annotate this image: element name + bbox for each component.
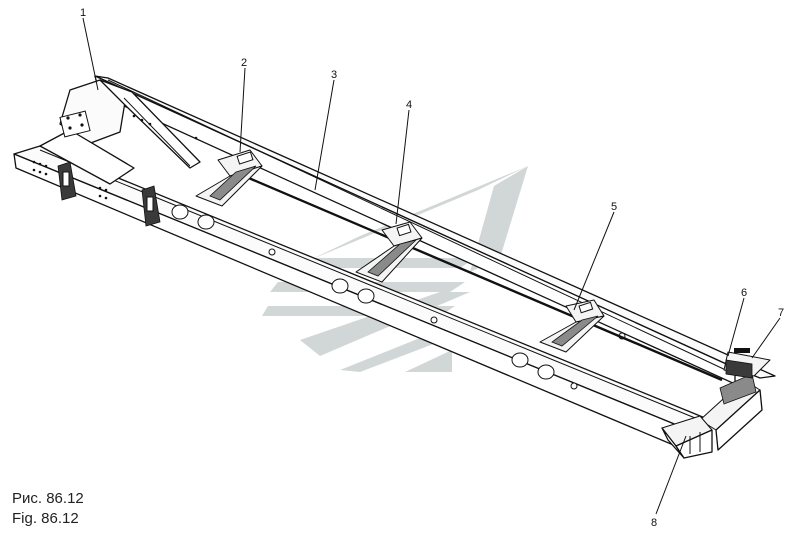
callout-5: 5 <box>611 201 617 213</box>
callout-8: 8 <box>651 517 657 529</box>
callout-2: 2 <box>241 57 247 69</box>
callout-7: 7 <box>778 307 784 319</box>
rear-cross-member <box>661 348 771 459</box>
callout-6: 6 <box>741 287 747 299</box>
callout-1: 1 <box>80 7 86 19</box>
web-holes <box>171 204 626 390</box>
callout-4: 4 <box>406 99 412 111</box>
figure-caption-ru: Рис. 86.12 <box>12 490 84 507</box>
figure-caption-en: Fig. 86.12 <box>12 510 79 527</box>
frame-assembly <box>13 75 776 459</box>
front-diagonal-brace <box>39 129 135 185</box>
longitudinal-rod <box>229 168 723 382</box>
rivets-near <box>32 114 198 200</box>
leader-lines <box>82 17 781 515</box>
near-side-member-top <box>13 145 711 429</box>
callout-3: 3 <box>331 69 337 81</box>
cross-member-2 <box>195 149 263 207</box>
cross-member-4 <box>355 221 423 283</box>
callout-numbers: 1 2 3 4 5 6 7 8 <box>80 7 784 529</box>
